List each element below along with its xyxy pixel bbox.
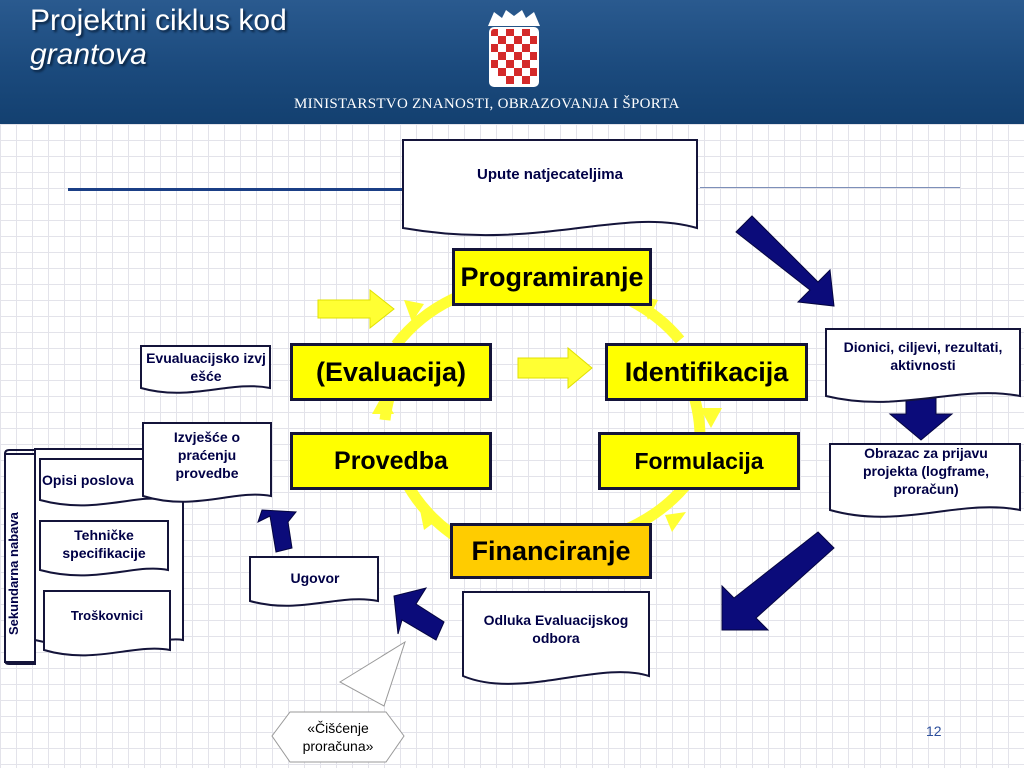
doc-upute-label: Upute natjecateljima [477, 166, 623, 183]
box-formulacija: Formulacija [598, 432, 800, 490]
title-line-1: Projektni ciklus kod [30, 4, 287, 37]
doc-odluka [462, 591, 650, 685]
box-financiranje: Financiranje [450, 523, 652, 579]
croatian-coat-of-arms-icon [488, 10, 540, 87]
doc-obrazac-label: Obrazac za prijavu projekta (logframe, p… [862, 445, 990, 497]
doc-tehnicke [39, 520, 169, 577]
ciscenje-proracuna-label: «Čišćenje proračuna» [302, 720, 374, 754]
title-line-2: grantova [30, 38, 147, 71]
doc-izvjesce [142, 422, 272, 503]
document-shapes [4, 139, 1021, 685]
header-bar: Projektni ciklus kod grantova [0, 0, 1024, 124]
cycle-ring [379, 277, 706, 550]
box-provedba: Provedba [290, 432, 492, 490]
slide-title: Projektni ciklus kod grantova [30, 4, 287, 72]
box-identifikacija: Identifikacija [605, 343, 808, 401]
doc-upute [402, 139, 698, 237]
navy-block-arrows [257, 215, 954, 641]
doc-evaluacijsko-label: Evualuacijsko izvješće [146, 350, 266, 384]
doc-odluka-label: Odluka Evaluacijskog odbora [483, 612, 629, 646]
doc-troskovnici [43, 590, 171, 657]
doc-ugovor [249, 556, 379, 607]
box-programiranje: Programiranje [452, 248, 652, 306]
doc-ugovor-label: Ugovor [290, 570, 340, 586]
cycle-ring-arrowheads [372, 296, 722, 532]
sekundarna-nabava-label: Sekundarna nabava [6, 512, 21, 635]
ciscenje-octagon [271, 711, 405, 763]
doc-dionici [825, 328, 1021, 403]
doc-tehnicke-label: Tehničke specifikacije [62, 527, 146, 561]
yellow-block-arrows [317, 288, 593, 390]
doc-dionici-label: Dionici, ciljevi, rezultati, aktivnosti [843, 339, 1003, 373]
box-evaluacija: (Evaluacija) [290, 343, 492, 401]
divider-line-right [700, 187, 960, 188]
ministry-name: MINISTARSTVO ZNANOSTI, OBRAZOVANJA I ŠPO… [294, 96, 680, 112]
doc-opisi-label: Opisi poslova [42, 472, 134, 488]
doc-obrazac [829, 443, 1021, 518]
callout-pointer [339, 640, 406, 707]
page-number: 12 [926, 723, 942, 739]
doc-evaluacijsko [140, 345, 271, 394]
doc-izvjesce-label: Izvješće o praćenju provedbe [173, 429, 241, 481]
divider-line [68, 188, 408, 191]
doc-troskovnici-label: Troškovnici [70, 608, 144, 623]
